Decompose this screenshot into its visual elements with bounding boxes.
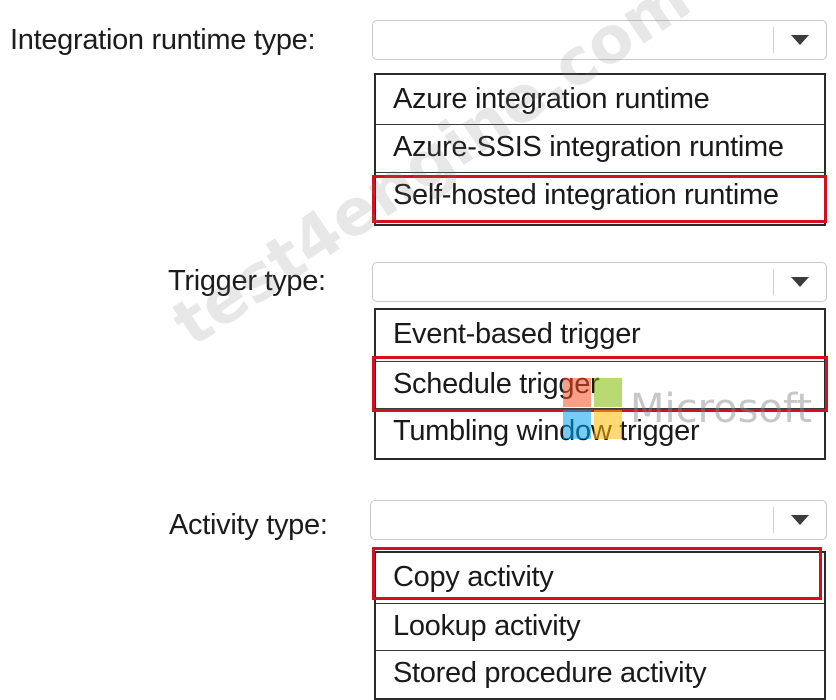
activity-type-options: Copy activity Lookup activity Stored pro… <box>374 551 826 700</box>
dropdown-separator <box>773 27 774 53</box>
activity-type-dropdown[interactable] <box>370 500 827 540</box>
integration-runtime-type-label: Integration runtime type: <box>10 24 316 56</box>
integration-runtime-type-dropdown[interactable] <box>372 20 827 60</box>
trigger-type-label: Trigger type: <box>168 265 326 297</box>
trigger-type-dropdown[interactable] <box>372 262 827 302</box>
option-azure-ssis-integration-runtime[interactable]: Azure-SSIS integration runtime <box>376 124 824 171</box>
option-copy-activity[interactable]: Copy activity <box>393 561 554 593</box>
option-self-hosted-integration-runtime[interactable]: Self-hosted integration runtime <box>376 172 824 219</box>
trigger-type-options: Event-based trigger Schedule trigger Tum… <box>374 308 826 460</box>
option-tumbling-window-trigger[interactable]: Tumbling window trigger <box>376 408 824 455</box>
chevron-down-icon[interactable] <box>774 21 826 59</box>
chevron-down-icon[interactable] <box>774 501 826 539</box>
option-schedule-trigger[interactable]: Schedule trigger <box>376 361 824 408</box>
integration-runtime-type-options: Azure integration runtime Azure-SSIS int… <box>374 73 826 226</box>
activity-type-label: Activity type: <box>169 509 328 541</box>
option-azure-integration-runtime[interactable]: Azure integration runtime <box>393 83 710 115</box>
chevron-down-icon[interactable] <box>774 263 826 301</box>
option-stored-procedure-activity[interactable]: Stored procedure activity <box>376 650 824 697</box>
dropdown-separator <box>773 269 774 295</box>
option-event-based-trigger[interactable]: Event-based trigger <box>393 318 641 350</box>
option-lookup-activity[interactable]: Lookup activity <box>376 603 824 650</box>
dropdown-separator <box>773 507 774 533</box>
